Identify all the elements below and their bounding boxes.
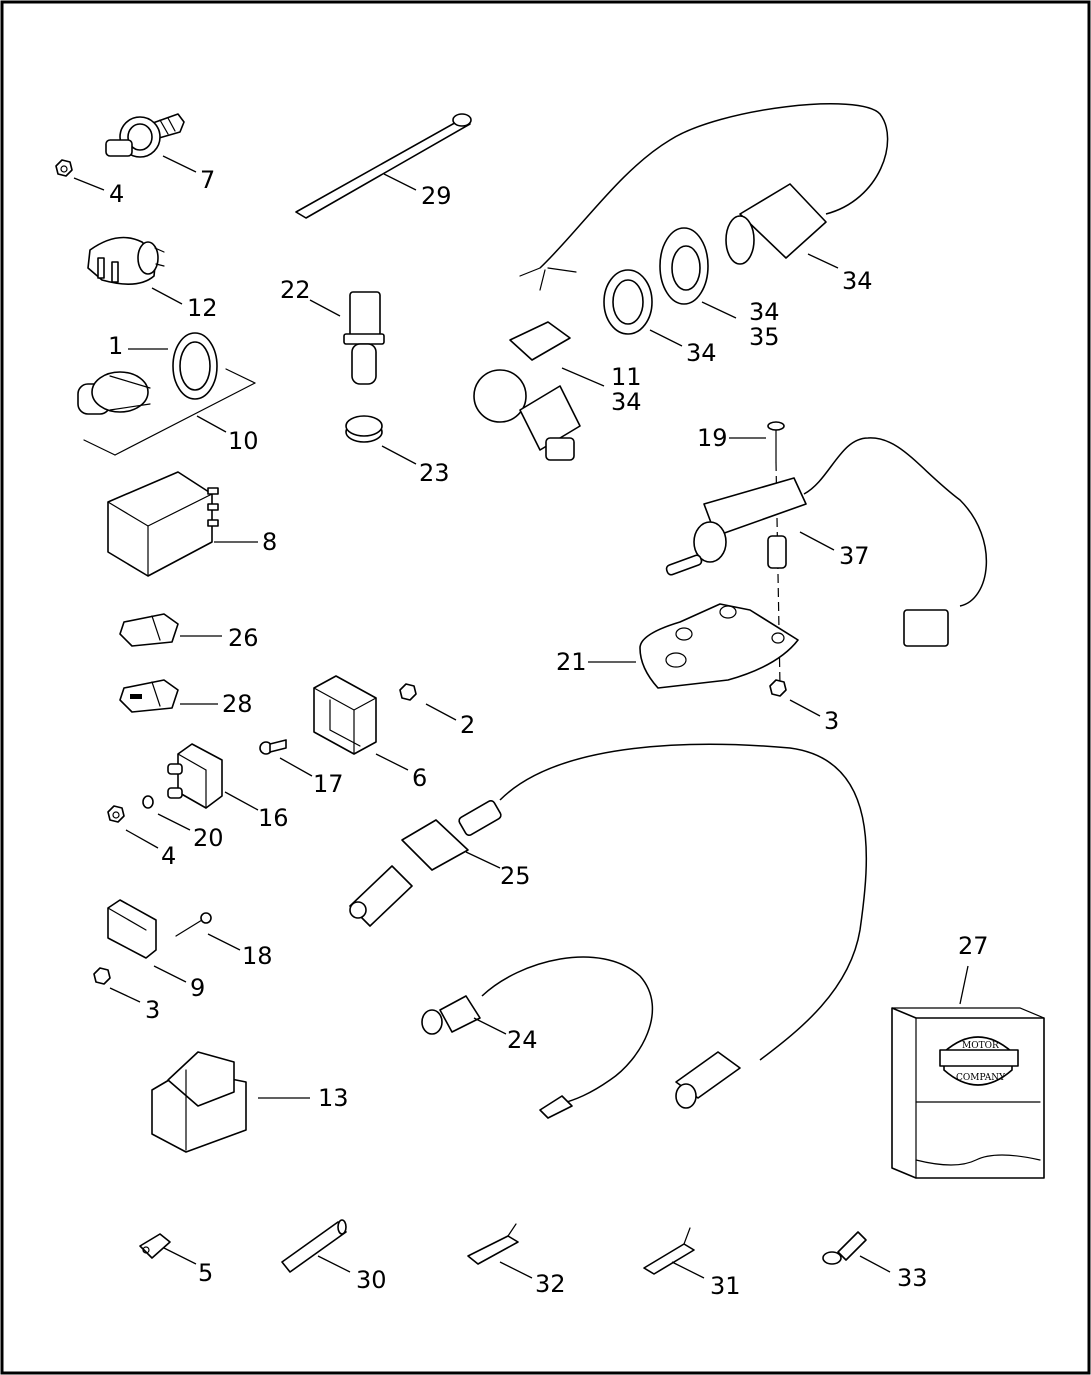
callout-34-sensor: 34 (842, 267, 873, 295)
callout-28: 28 (222, 690, 253, 718)
part-4-nut-top (55, 159, 73, 177)
part-33-ring-terminal (822, 1231, 867, 1265)
part-10-switch-kit (77, 368, 256, 456)
callout-20: 20 (193, 824, 224, 852)
callout-4-lower: 4 (161, 842, 176, 870)
callout-35: 35 (749, 323, 780, 351)
callout-34-seal: 34 (686, 339, 717, 367)
part-7-oil-pressure-switch (105, 113, 185, 158)
callout-21: 21 (556, 648, 587, 676)
part-24-sensor (421, 956, 653, 1119)
part-5-terminal (139, 1233, 171, 1259)
callout-33: 33 (897, 1264, 928, 1292)
callout-18: 18 (242, 942, 273, 970)
callout-3-left: 3 (145, 996, 160, 1024)
part-34-speed-sensor (519, 103, 889, 291)
callout-11: 11 (611, 363, 642, 391)
part-3-nut-right (769, 679, 787, 697)
callout-13: 13 (318, 1084, 349, 1112)
part-30-tube (281, 1219, 347, 1273)
callout-4-top: 4 (109, 180, 124, 208)
part-20-lockwasher (142, 795, 154, 809)
callout-19: 19 (697, 424, 728, 452)
callout-30: 30 (356, 1266, 387, 1294)
part-34-seal (603, 269, 653, 335)
part-21-bracket (639, 603, 799, 689)
part-28-fuse (119, 679, 179, 713)
callout-26: 26 (228, 624, 259, 652)
part-1-washer (172, 332, 218, 400)
part-37-solenoid (665, 437, 988, 647)
part-18-screw (175, 912, 212, 937)
callout-10: 10 (228, 427, 259, 455)
part-29-cable-strap (295, 113, 472, 219)
callout-6: 6 (412, 764, 427, 792)
part-22-sensor (343, 291, 385, 385)
part-23-grommet (345, 415, 383, 443)
part-32-terminal (467, 1223, 519, 1265)
part-13-connector-housing (151, 1051, 247, 1153)
logo-text-company: COMPANY (956, 1073, 1006, 1083)
callout-2: 2 (460, 711, 475, 739)
callout-32: 32 (535, 1270, 566, 1298)
part-12-switch (87, 236, 165, 285)
part-8-relay (107, 471, 219, 577)
part-3-nut-left (93, 967, 111, 985)
callout-8: 8 (262, 528, 277, 556)
callout-3-right: 3 (824, 707, 839, 735)
part-16-circuit-breaker (167, 743, 223, 809)
part-31-terminal (643, 1227, 695, 1275)
leader-lines (73, 155, 969, 1279)
part-9-switch (107, 899, 157, 959)
callout-27: 27 (958, 932, 989, 960)
callout-5: 5 (198, 1259, 213, 1287)
callout-29: 29 (421, 182, 452, 210)
part-17-screw (259, 739, 287, 755)
callout-12: 12 (187, 294, 218, 322)
part-19-screw (767, 421, 785, 463)
part-34-35-gasket (659, 227, 709, 305)
callout-34-bracket: 34 (611, 388, 642, 416)
part-6-bracket (313, 675, 377, 755)
callout-22: 22 (280, 276, 311, 304)
callout-9: 9 (190, 974, 205, 1002)
logo-text-motor: MOTOR (962, 1041, 999, 1051)
callout-24: 24 (507, 1026, 538, 1054)
callout-7: 7 (200, 166, 215, 194)
callout-31: 31 (710, 1272, 741, 1300)
part-27-kit-package: MOTOR COMPANY (891, 1007, 1045, 1179)
part-11-switch-bracket (473, 321, 581, 461)
part-4-nut-lower (107, 805, 125, 823)
callout-17: 17 (313, 770, 344, 798)
callout-1: 1 (108, 332, 123, 360)
callout-labels: 7 4 29 34 12 22 34 35 34 1 11 34 10 23 1… (108, 166, 989, 1300)
part-25-oxygen-sensor (349, 743, 868, 1109)
callout-34-gasket: 34 (749, 298, 780, 326)
part-26-fuse (119, 613, 179, 647)
part-2-nut (399, 683, 417, 701)
callout-37: 37 (839, 542, 870, 570)
callout-23: 23 (419, 459, 450, 487)
callout-25: 25 (500, 862, 531, 890)
callout-16: 16 (258, 804, 289, 832)
